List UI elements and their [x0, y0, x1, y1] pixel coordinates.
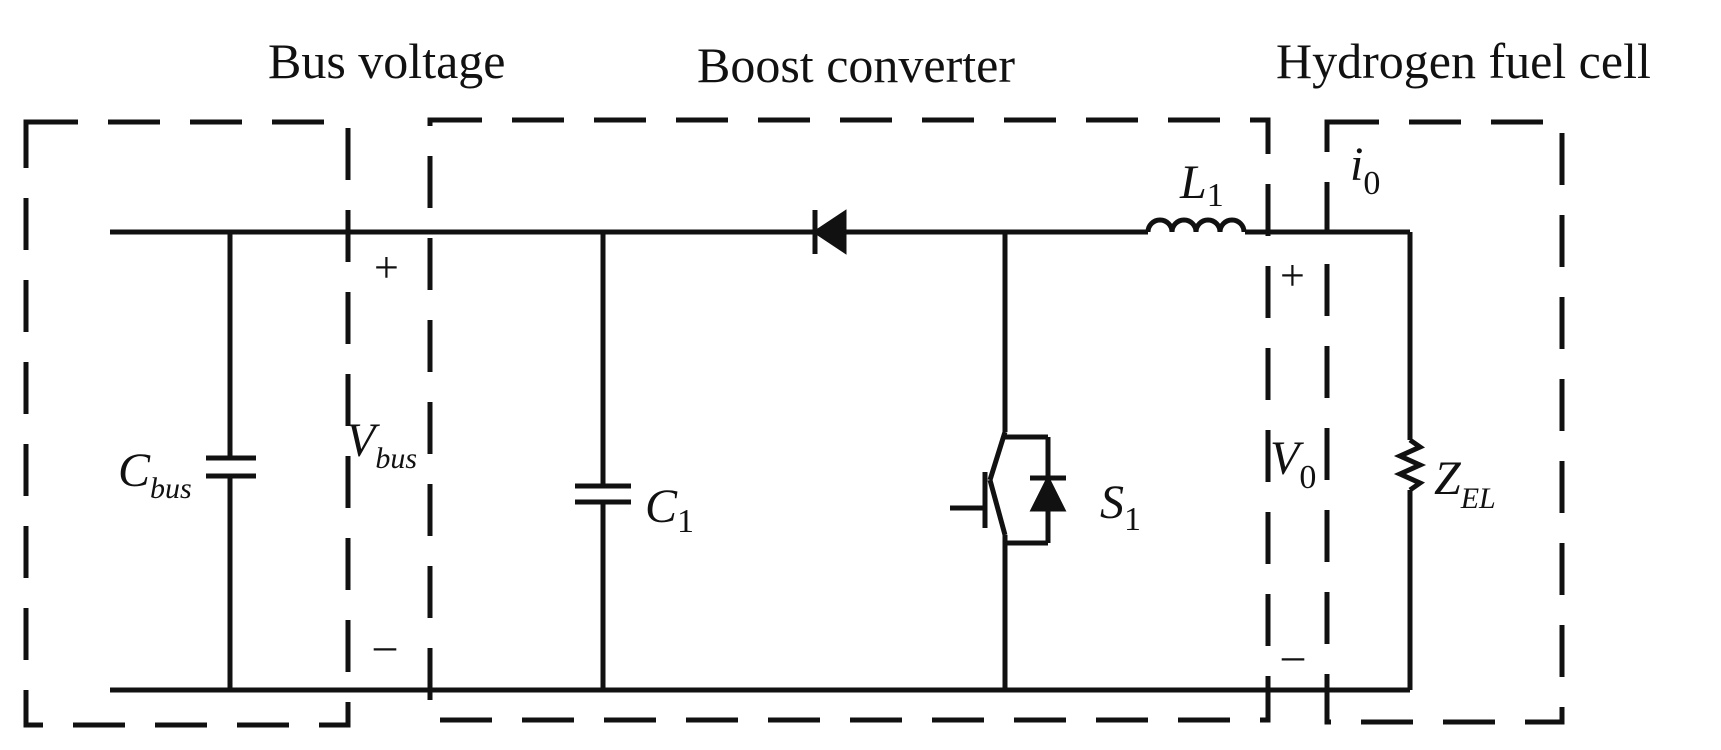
diode-icon: [812, 209, 847, 255]
bus-voltage-box: [23, 119, 351, 728]
label-v0: V0: [1270, 432, 1316, 496]
section-title-boost-converter: Boost converter: [697, 37, 1015, 93]
resistor-z-el: [1393, 232, 1427, 690]
label-i0: i0: [1350, 138, 1380, 202]
igbt-switch-s1: [950, 232, 1067, 690]
v0-minus-sign: –: [1281, 631, 1305, 680]
capacitor-c1: [575, 232, 631, 690]
boost-converter-box: [427, 117, 1271, 723]
capacitor-c-bus: [206, 232, 256, 690]
section-title-hydrogen-fuel-cell: Hydrogen fuel cell: [1276, 33, 1651, 89]
v-bus-minus-sign: –: [373, 621, 397, 670]
label-v-bus: Vbus: [346, 414, 417, 475]
label-c-bus: Cbus: [118, 444, 192, 505]
label-z-el: ZEL: [1434, 452, 1496, 515]
label-c1: C1: [645, 480, 694, 540]
v-bus-plus-sign: +: [374, 243, 399, 292]
section-title-bus-voltage: Bus voltage: [268, 33, 505, 89]
fuel-cell-box: [1324, 119, 1565, 725]
label-l1: L1: [1179, 156, 1224, 214]
label-s1: S1: [1100, 476, 1141, 538]
inductor-l1: [1145, 217, 1247, 233]
v0-plus-sign: +: [1280, 251, 1305, 300]
